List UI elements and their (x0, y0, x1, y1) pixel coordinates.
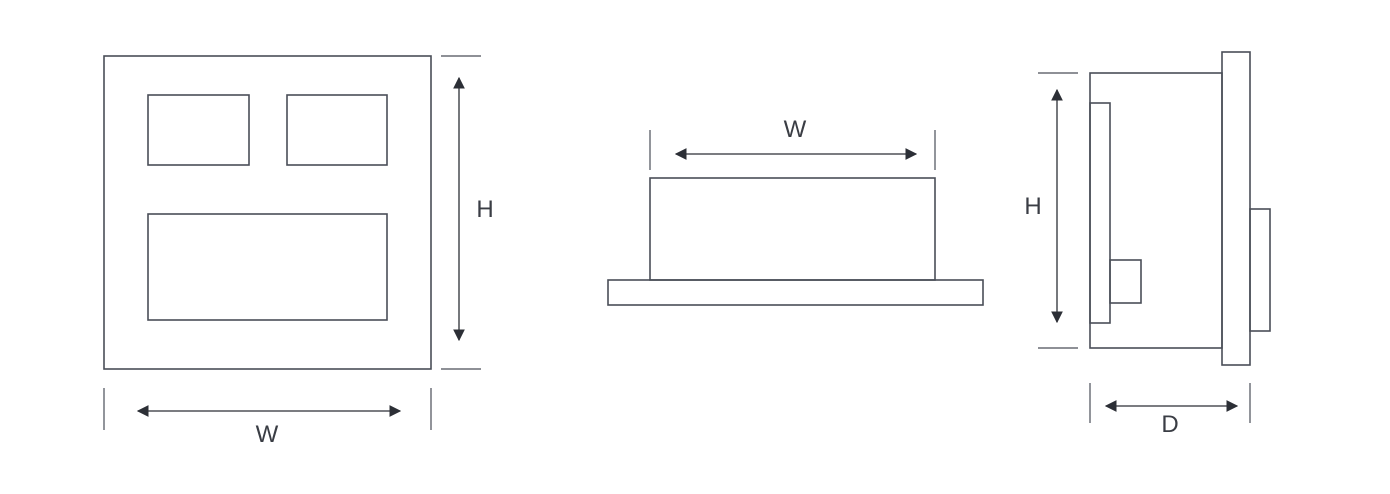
front-height-label: H (476, 196, 493, 223)
side-view: H D (1024, 51, 1271, 438)
top-view: W (607, 116, 984, 306)
front-display-window-left (147, 94, 250, 166)
front-panel-outline (103, 55, 432, 370)
side-height-label: H (1024, 193, 1041, 220)
side-front-knob (1249, 208, 1271, 332)
front-display-window-bottom (147, 213, 388, 321)
front-width-label: W (256, 421, 279, 448)
top-flange-outline (607, 279, 984, 306)
side-rear-strip (1089, 102, 1111, 324)
front-view: W H (103, 55, 494, 448)
side-depth-label: D (1161, 411, 1178, 438)
side-rear-connector (1109, 259, 1142, 304)
front-display-window-right (286, 94, 388, 166)
top-width-label: W (784, 116, 807, 143)
side-flange-outline (1221, 51, 1251, 366)
top-body-outline (649, 177, 936, 281)
